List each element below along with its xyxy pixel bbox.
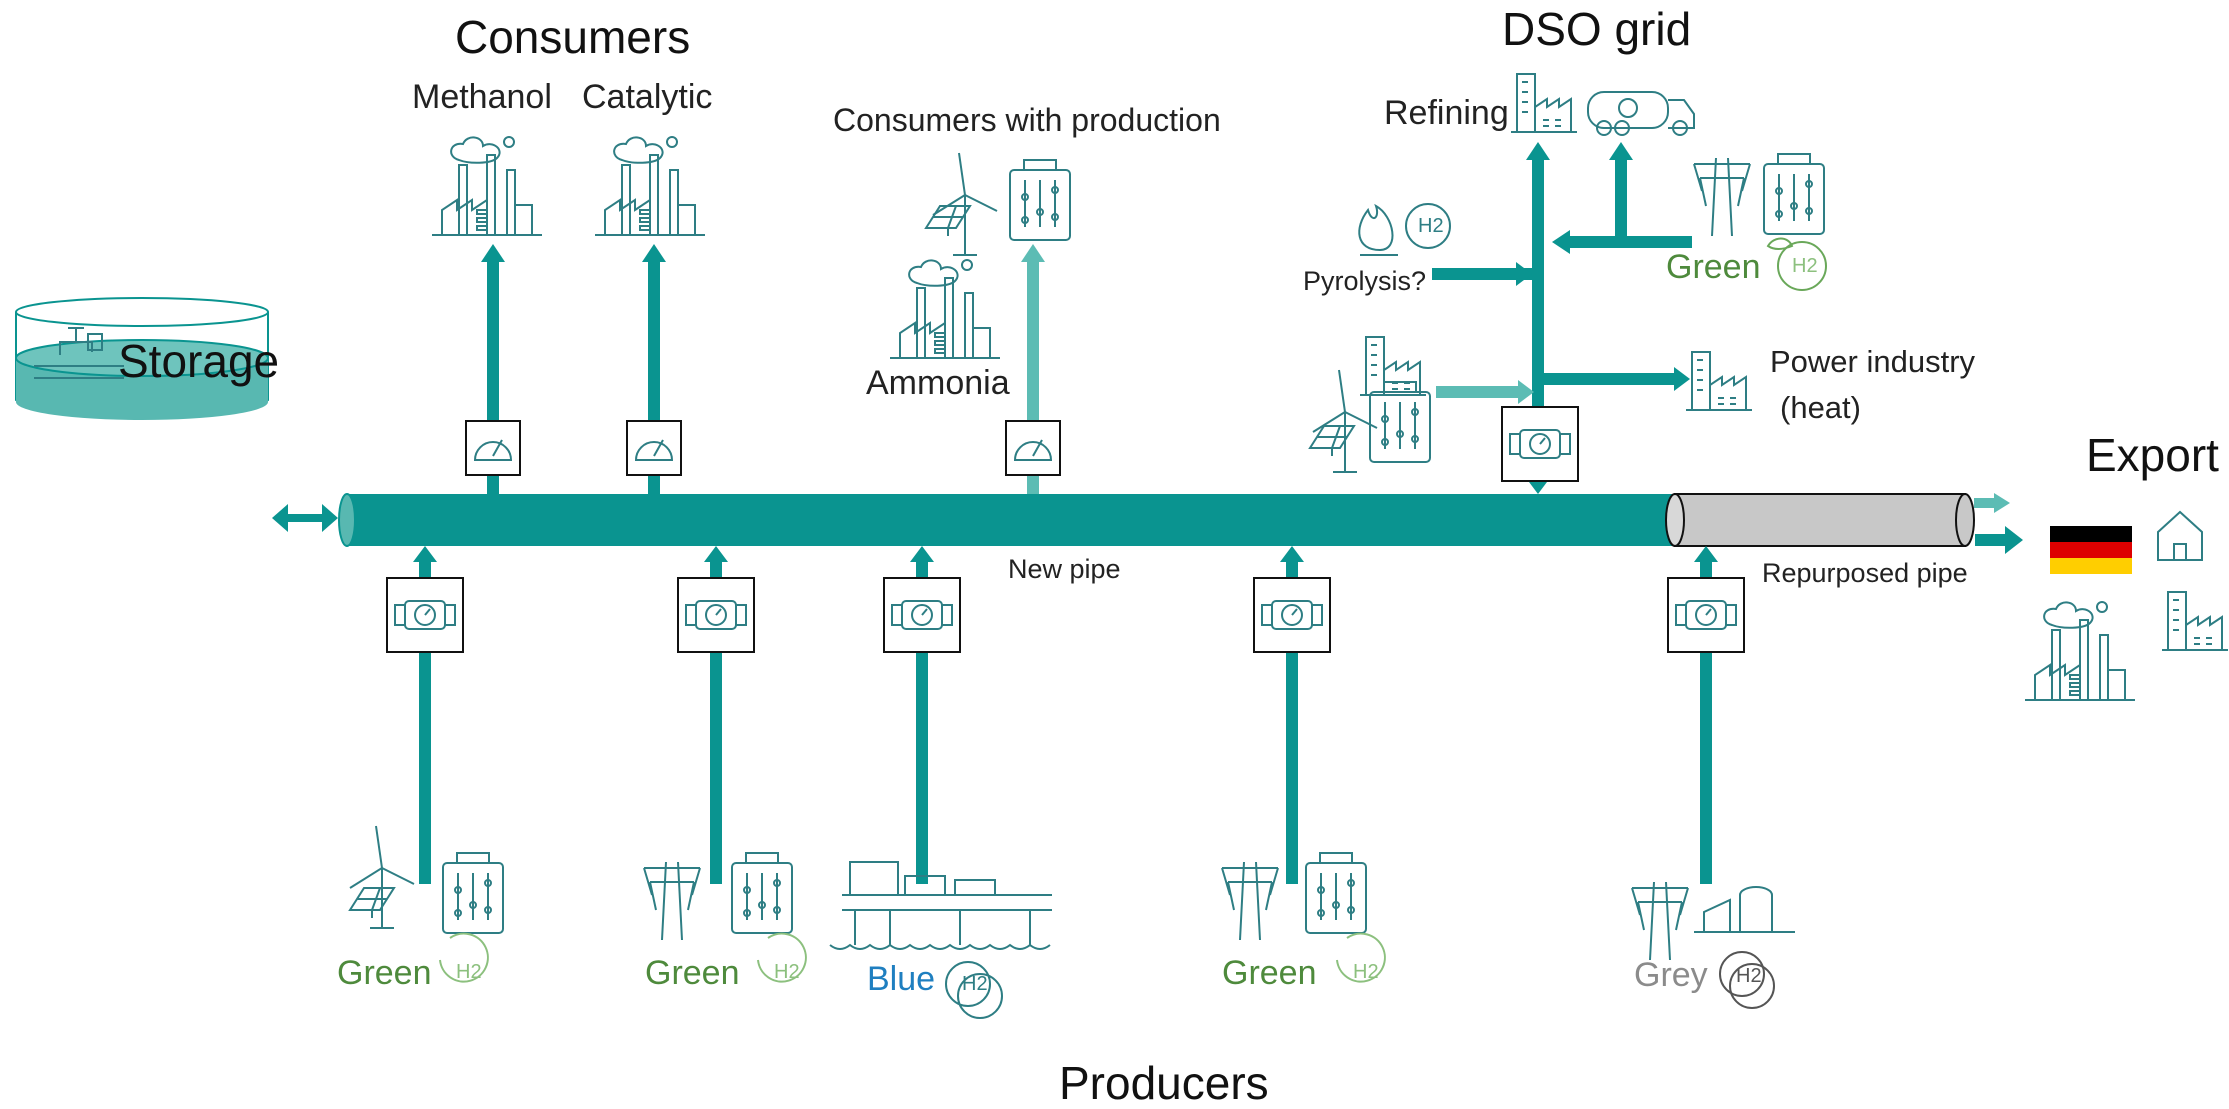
producer-h2-badges <box>439 932 1386 983</box>
export-heading: Export <box>2086 429 2219 481</box>
storage-label: Storage <box>118 335 280 387</box>
ammonia-label: Ammonia <box>866 364 1010 402</box>
storage-tap-icon <box>34 327 124 379</box>
germany-flag <box>2050 526 2132 574</box>
dso-feeder <box>1432 142 1692 494</box>
export-arrow <box>1975 526 2023 554</box>
h2-badge-1: H2 <box>456 961 482 983</box>
h2-badge-blue: H2 <box>962 973 988 995</box>
h2-badge-grey: H2 <box>1736 965 1762 987</box>
tanker-truck-icon <box>1587 91 1695 136</box>
repurposed-pipe <box>1665 493 1975 547</box>
producer-grey-label: Grey <box>1634 956 1708 994</box>
house-icon <box>2157 510 2203 561</box>
h2-badge-pyrolysis: H2 <box>1418 215 1444 237</box>
power-industry-label: Power industry <box>1770 344 1976 379</box>
methanol-label: Methanol <box>412 78 552 116</box>
storage-double-arrow <box>272 504 338 532</box>
offshore-platform-icon <box>829 861 1052 950</box>
producer-green-3-label: Green <box>1222 954 1317 992</box>
pyrolysis-flame-icon <box>1358 203 1451 256</box>
consumers-heading: Consumers <box>455 11 691 63</box>
h2-badge-2: H2 <box>774 961 800 983</box>
producer-blue-label: Blue <box>867 960 936 998</box>
future-export-arrow-dashed <box>1974 493 2010 513</box>
consumers-with-production-heading: Consumers with production <box>833 102 1221 138</box>
dso-grid-heading: DSO grid <box>1502 3 1692 55</box>
refining-label: Refining <box>1384 94 1509 132</box>
leaf-h2-icon <box>1766 237 1827 291</box>
h2-badge-3: H2 <box>1353 961 1379 983</box>
dso-dashed-arrow <box>1436 380 1534 404</box>
power-industry-heat-label: (heat) <box>1780 390 1861 425</box>
new-pipe <box>345 494 1675 546</box>
repurposed-pipe-label: Repurposed pipe <box>1762 558 1968 588</box>
h2-badge-dso-green: H2 <box>1792 255 1818 277</box>
producer-green-2-label: Green <box>645 954 740 992</box>
blue-h2-badge <box>945 961 1003 1019</box>
dso-green-label: Green <box>1666 248 1761 286</box>
refinery-tank-icon <box>1694 886 1795 933</box>
grey-h2-badge <box>1719 951 1775 1009</box>
new-pipe-label: New pipe <box>1008 554 1121 584</box>
catalytic-label: Catalytic <box>582 78 713 116</box>
producer-arrows <box>413 546 1718 884</box>
producer-green-1-label: Green <box>337 954 432 992</box>
producers-heading: Producers <box>1059 1057 1269 1109</box>
pyrolysis-label: Pyrolysis? <box>1303 266 1427 296</box>
